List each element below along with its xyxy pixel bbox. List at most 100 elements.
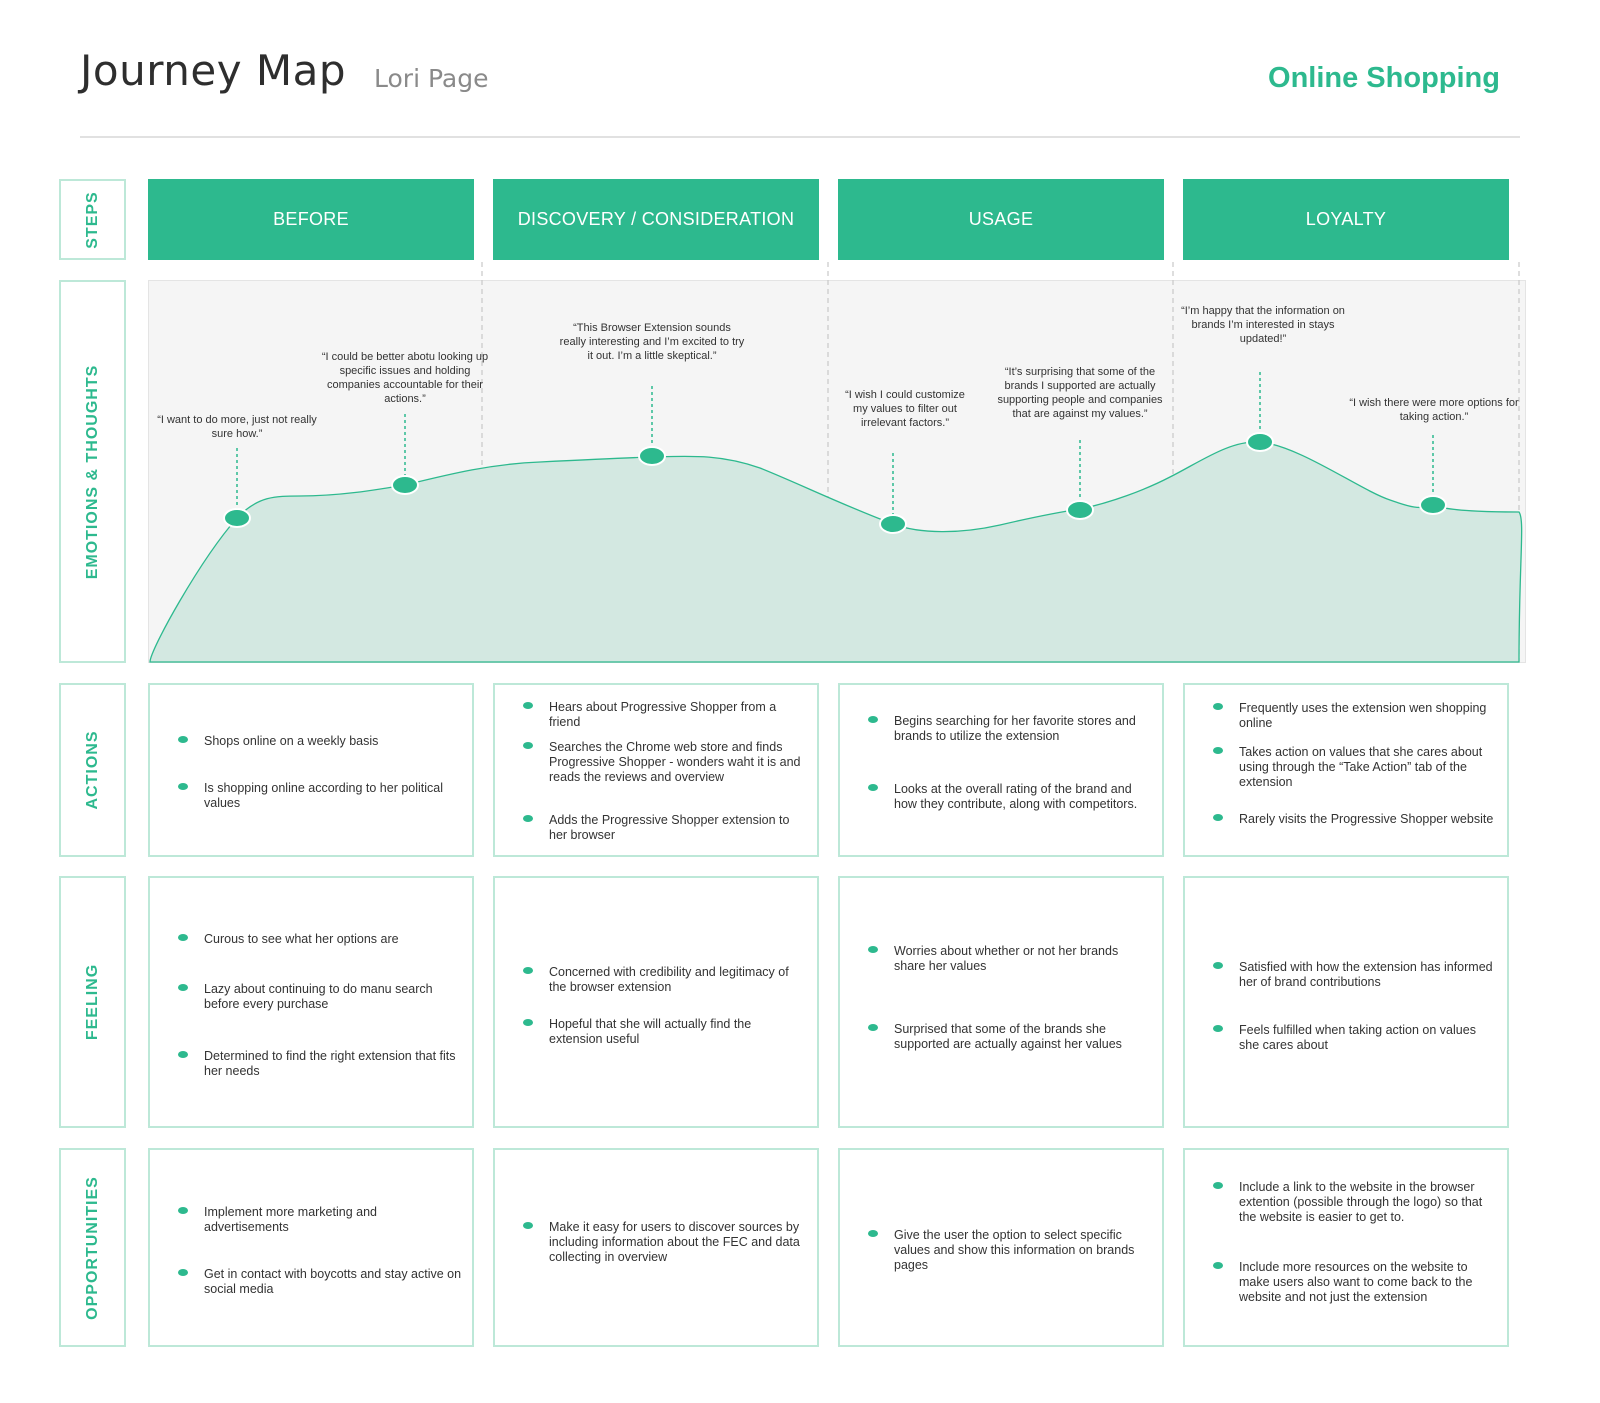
feeling-cell-discovery: Concerned with credibility and legitimac… — [493, 876, 819, 1128]
bullet-dot-icon — [1213, 1262, 1223, 1269]
bullet-dot-icon — [868, 946, 878, 953]
emotion-marker — [1066, 500, 1094, 520]
emotion-marker — [1419, 495, 1447, 515]
journey-context: Online Shopping — [1268, 62, 1500, 94]
list-item: Is shopping online according to her poli… — [178, 781, 462, 811]
actions-cell-loyalty: Frequently uses the extension wen shoppi… — [1183, 683, 1509, 857]
list-item: Hopeful that she will actually find the … — [523, 1017, 807, 1047]
row-label-actions: ACTIONS — [59, 683, 126, 857]
list-item: Concerned with credibility and legitimac… — [523, 965, 807, 995]
list-item: Give the user the option to select speci… — [868, 1228, 1152, 1273]
list-item: Implement more marketing and advertiseme… — [178, 1205, 462, 1235]
emotion-quote-usage-1: “I wish I could customize my values to f… — [845, 389, 965, 429]
bullet-dot-icon — [523, 1019, 533, 1026]
list-item-text: Make it easy for users to discover sourc… — [549, 1220, 800, 1264]
list-item: Frequently uses the extension wen shoppi… — [1213, 701, 1497, 731]
header-divider — [80, 136, 1520, 138]
list-item: Adds the Progressive Shopper extension t… — [523, 813, 807, 843]
list-item-text: Give the user the option to select speci… — [894, 1228, 1135, 1272]
step-loyalty: LOYALTY — [1183, 179, 1509, 260]
bullet-dot-icon — [868, 1230, 878, 1237]
emotion-quote-loyalty-2: “I wish there were more options for taki… — [1349, 397, 1519, 423]
emotion-markers — [223, 432, 1447, 534]
row-label-emotions: EMOTIONS & THOUGHTS — [59, 280, 126, 663]
bullet-dot-icon — [1213, 1182, 1223, 1189]
bullet-dot-icon — [523, 1222, 533, 1229]
list-item: Searches the Chrome web store and finds … — [523, 740, 807, 785]
emotion-quote-before-1: “I want to do more, just not really sure… — [157, 414, 317, 440]
bullet-dot-icon — [178, 1207, 188, 1214]
list-item-text: Looks at the overall rating of the brand… — [894, 782, 1138, 811]
list-item-text: Include a link to the website in the bro… — [1239, 1180, 1483, 1224]
list-item: Lazy about continuing to do manu search … — [178, 982, 462, 1012]
list-item-text: Worries about whether or not her brands … — [894, 944, 1119, 973]
list-item: Surprised that some of the brands she su… — [868, 1022, 1152, 1052]
bullet-dot-icon — [523, 815, 533, 822]
list-item-text: Frequently uses the extension wen shoppi… — [1239, 701, 1487, 730]
list-item-text: Satisfied with how the extension has inf… — [1239, 960, 1493, 989]
list-item-text: Hears about Progressive Shopper from a f… — [549, 700, 777, 729]
list-item-text: Begins searching for her favorite stores… — [894, 714, 1136, 743]
list-item-text: Lazy about continuing to do manu search … — [204, 982, 433, 1011]
list-item: Begins searching for her favorite stores… — [868, 714, 1152, 744]
bullet-dot-icon — [178, 1051, 188, 1058]
feeling-cell-loyalty: Satisfied with how the extension has inf… — [1183, 876, 1509, 1128]
emotion-marker — [1246, 432, 1274, 452]
bullet-dot-icon — [178, 984, 188, 991]
opportunities-cell-before: Implement more marketing and advertiseme… — [148, 1148, 474, 1347]
actions-cell-before: Shops online on a weekly basis Is shoppi… — [148, 683, 474, 857]
step-usage: USAGE — [838, 179, 1164, 260]
list-item-text: Determined to find the right extension t… — [204, 1049, 456, 1078]
list-item-text: Concerned with credibility and legitimac… — [549, 965, 789, 994]
opportunities-cell-loyalty: Include a link to the website in the bro… — [1183, 1148, 1509, 1347]
list-item: Takes action on values that she cares ab… — [1213, 745, 1497, 790]
list-item-text: Implement more marketing and advertiseme… — [204, 1205, 377, 1234]
bullet-dot-icon — [178, 783, 188, 790]
row-label-steps: STEPS — [59, 179, 126, 260]
list-item: Get in contact with boycotts and stay ac… — [178, 1267, 462, 1297]
emotion-quote-usage-2: “It’s surprising that some of the brands… — [997, 366, 1163, 420]
list-item: Satisfied with how the extension has inf… — [1213, 960, 1497, 990]
list-item-text: Shops online on a weekly basis — [204, 734, 379, 748]
bullet-dot-icon — [1213, 962, 1223, 969]
bullet-dot-icon — [523, 967, 533, 974]
list-item: Shops online on a weekly basis — [178, 734, 462, 749]
emotion-marker — [879, 514, 907, 534]
bullet-dot-icon — [868, 784, 878, 791]
actions-cell-usage: Begins searching for her favorite stores… — [838, 683, 1164, 857]
bullet-dot-icon — [1213, 747, 1223, 754]
list-item-text: Is shopping online according to her poli… — [204, 781, 444, 810]
list-item-text: Get in contact with boycotts and stay ac… — [204, 1267, 462, 1296]
bullet-dot-icon — [1213, 814, 1223, 821]
marker-stems — [236, 372, 1434, 517]
feeling-cell-usage: Worries about whether or not her brands … — [838, 876, 1164, 1128]
actions-cell-discovery: Hears about Progressive Shopper from a f… — [493, 683, 819, 857]
bullet-dot-icon — [1213, 703, 1223, 710]
list-item: Curous to see what her options are — [178, 932, 462, 947]
emotion-quote-discovery: “This Browser Extension sounds really in… — [559, 322, 745, 362]
list-item-text: Surprised that some of the brands she su… — [894, 1022, 1122, 1051]
emotion-marker — [223, 508, 251, 528]
list-item-text: Include more resources on the website to… — [1239, 1260, 1473, 1304]
row-label-feeling: FEELING — [59, 876, 126, 1128]
list-item-text: Adds the Progressive Shopper extension t… — [549, 813, 790, 842]
list-item-text: Hopeful that she will actually find the … — [549, 1017, 752, 1046]
opportunities-cell-discovery: Make it easy for users to discover sourc… — [493, 1148, 819, 1347]
persona-name: Lori Page — [374, 64, 489, 93]
list-item-text: Feels fulfilled when taking action on va… — [1239, 1023, 1476, 1052]
step-discovery: DISCOVERY / CONSIDERATION — [493, 179, 819, 260]
list-item: Looks at the overall rating of the brand… — [868, 782, 1152, 812]
list-item: Rarely visits the Progressive Shopper we… — [1213, 812, 1497, 827]
bullet-dot-icon — [178, 736, 188, 743]
list-item-text: Curous to see what her options are — [204, 932, 399, 946]
list-item: Include more resources on the website to… — [1213, 1260, 1497, 1305]
row-label-opportunities: OPPORTUNITIES — [59, 1148, 126, 1347]
emotion-marker — [391, 475, 419, 495]
emotion-quote-loyalty-1: “I’m happy that the information on brand… — [1181, 305, 1345, 345]
page-title: Journey Map — [80, 46, 347, 95]
list-item-text: Takes action on values that she cares ab… — [1239, 745, 1483, 789]
list-item: Worries about whether or not her brands … — [868, 944, 1152, 974]
list-item-text: Rarely visits the Progressive Shopper we… — [1239, 812, 1494, 826]
bullet-dot-icon — [868, 716, 878, 723]
